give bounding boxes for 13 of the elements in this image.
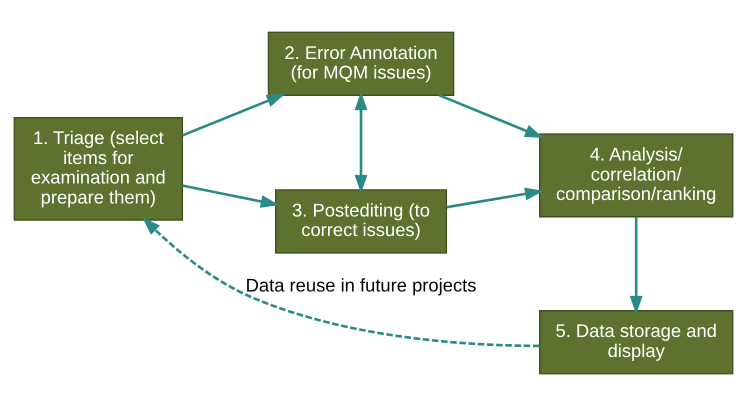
node-box: 4. Analysis/ correlation/ comparison/ranking xyxy=(539,133,734,218)
arrow xyxy=(182,184,280,208)
arrow xyxy=(354,92,368,194)
arrow xyxy=(630,217,643,314)
node-box: 5. Data storage and display xyxy=(539,310,734,374)
node-box: 3. Postediting (to correct issues) xyxy=(275,189,448,254)
node-box: 2. Error Annotation (for MQM issues) xyxy=(268,32,454,96)
edge-label: Data reuse in future projects xyxy=(246,274,476,296)
node-box: 1. Triage (select items for examination and prepare them) xyxy=(14,116,184,221)
arrow xyxy=(446,188,544,208)
arrow xyxy=(182,94,286,137)
arrow xyxy=(438,94,544,138)
arrow xyxy=(142,217,540,348)
